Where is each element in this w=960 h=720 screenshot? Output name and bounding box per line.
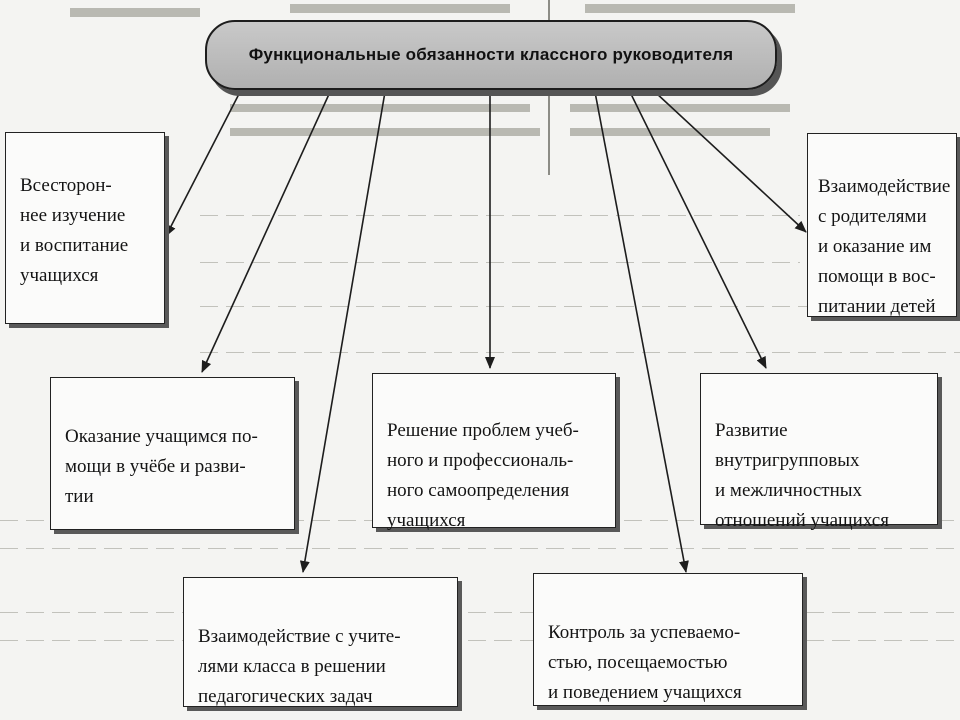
- bg-text: [70, 8, 200, 17]
- node-help-text: Оказание учащимся по- мощи в учёбе и раз…: [65, 426, 258, 507]
- root-title-text: Функциональные обязанности классного рук…: [248, 45, 734, 64]
- bg-text: [0, 640, 960, 641]
- node-help: Оказание учащимся по- мощи в учёбе и раз…: [50, 377, 295, 530]
- arrow-to-help: [201, 91, 331, 373]
- node-study: Всесторон- нее изучение и воспитание уча…: [5, 132, 165, 324]
- node-study-text: Всесторон- нее изучение и воспитание уча…: [20, 175, 129, 286]
- bg-text: [290, 4, 510, 13]
- arrow-to-teachers: [299, 91, 386, 573]
- bg-text: [570, 104, 790, 112]
- bg-text: [230, 128, 540, 136]
- bg-text: [200, 262, 800, 263]
- bg-text: [230, 104, 530, 112]
- node-self-determination: Решение проблем учеб- ного и профессиона…: [372, 373, 616, 531]
- bg-text: [200, 306, 960, 307]
- arrow-to-parents: [654, 91, 807, 233]
- node-teachers-text: Взаимодействие с учите- лями класса в ре…: [198, 626, 401, 707]
- bg-text: [200, 352, 960, 353]
- node-teachers: Взаимодействие с учите- лями класса в ре…: [183, 577, 458, 707]
- node-control-text: Контроль за успеваемо- стью, посещаемост…: [548, 622, 742, 703]
- diagram-root-title: Функциональные обязанности классного рук…: [205, 20, 777, 90]
- bg-text: [585, 4, 795, 13]
- bg-text: [200, 215, 800, 216]
- bg-text: [0, 548, 960, 549]
- bg-text: [0, 612, 960, 613]
- node-selfdet-text: Решение проблем учеб- ного и профессиона…: [387, 420, 579, 531]
- arrow-to-relations: [629, 91, 767, 369]
- arrow-to-study: [165, 91, 241, 237]
- arrow-to-control: [594, 91, 689, 573]
- node-control: Контроль за успеваемо- стью, посещаемост…: [533, 573, 803, 706]
- node-parents: Взаимодействие с родителями и оказание и…: [807, 133, 957, 317]
- node-parents-text: Взаимодействие с родителями и оказание и…: [818, 176, 951, 317]
- node-relations-text: Развитие внутригрупповых и межличностных…: [715, 420, 889, 531]
- node-relations: Развитие внутригрупповых и межличностных…: [700, 373, 938, 531]
- bg-text: [570, 128, 770, 136]
